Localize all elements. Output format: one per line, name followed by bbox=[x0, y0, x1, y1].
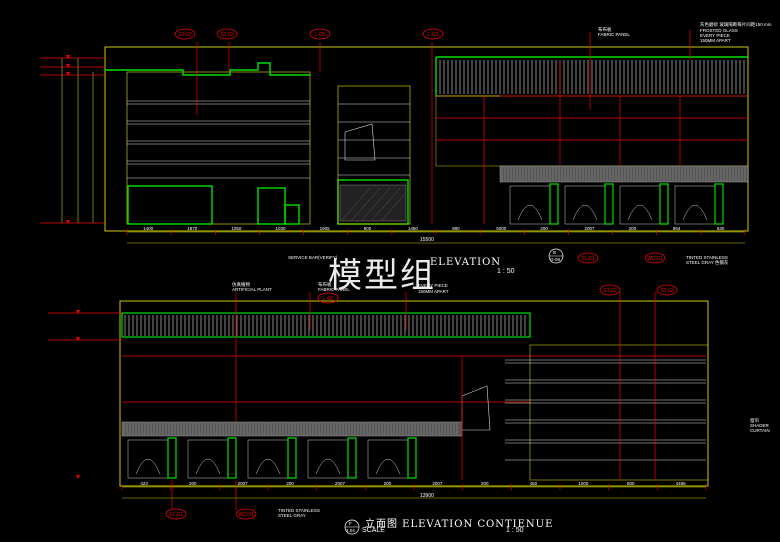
frosted-every: EVERY PIECE bbox=[700, 33, 730, 38]
top-dim-4: 1905 bbox=[319, 226, 330, 231]
bottom-total-dim: 13900 bbox=[420, 493, 434, 499]
curtain-label: CURTAIN bbox=[750, 428, 770, 433]
curtain-cn: 窗帘 bbox=[750, 418, 759, 423]
tag-label-ST-03: ST-03 bbox=[220, 32, 234, 38]
tinted-label: TINTED STAINLESS bbox=[686, 255, 728, 260]
frosted-cn: 灰色磨砂 玻璃隔断每片间距150 mm bbox=[700, 22, 772, 27]
top-dim-13: 630 bbox=[716, 226, 725, 231]
tag-WD-01 bbox=[644, 252, 666, 264]
top-dim-7: 990 bbox=[452, 226, 460, 231]
tag-label-L-03: L-03 bbox=[428, 32, 438, 38]
tag-b-label-L-08: L-08 bbox=[323, 296, 333, 302]
tag-b-label-WD-01: WD-01 bbox=[238, 512, 254, 518]
bottom-dim-5: 200 bbox=[383, 481, 392, 486]
bottom-scale: 1 : 50 bbox=[506, 527, 524, 534]
service-bar-label: SERVICE BAR(VERIFY) bbox=[288, 255, 338, 260]
tag-ST-02 bbox=[174, 28, 196, 40]
plant-label: ARTIFICIAL PLANT bbox=[232, 287, 272, 292]
top-dim-6: 1450 bbox=[407, 226, 418, 231]
top-dim-8: 5000 bbox=[496, 226, 507, 231]
spacing-label: 150MM APART bbox=[418, 289, 449, 294]
steel-gray-label: STEEL GRAY 色钢灰 bbox=[686, 260, 729, 265]
tag-label-L-08: L-08 bbox=[315, 32, 325, 38]
tag-L-08 bbox=[309, 28, 331, 40]
tag-b-label-ST-03: ST-03 bbox=[660, 288, 674, 294]
bottom-dim-7: 200 bbox=[481, 481, 489, 486]
tag-PL-01 bbox=[577, 252, 599, 264]
top-dim-11: 200 bbox=[628, 226, 637, 231]
bottom-dim-2: 2007 bbox=[237, 481, 248, 486]
top-marker-letter: B bbox=[553, 250, 557, 255]
bottom-dim-10: 800 bbox=[627, 481, 635, 486]
bottom-elevation bbox=[48, 292, 709, 535]
frosted-label: FROSTED GLASS bbox=[700, 28, 738, 33]
plant-cn: 仿真植物 bbox=[232, 282, 250, 287]
tag-b-label-PL-01: PL-01 bbox=[169, 512, 183, 518]
bottom-title: 立面图 ELEVATION CONTIENUE bbox=[365, 519, 554, 530]
bottom-dim-0: 423 bbox=[140, 481, 148, 486]
top-dim-0: 1400 bbox=[143, 226, 154, 231]
top-dim-5: 800 bbox=[363, 226, 372, 231]
fabric-label: FABRIC PANEL bbox=[598, 32, 630, 37]
watermark: 模型组 bbox=[328, 256, 436, 296]
top-scale: 1 : 50 bbox=[497, 268, 515, 275]
fabric-cn-b: 布布板 bbox=[318, 282, 332, 287]
tag-b-WD-01 bbox=[235, 508, 257, 520]
top-dim-9: 200 bbox=[540, 226, 548, 231]
fabric-label-b: FABRIC PANEL bbox=[318, 287, 350, 292]
tag-b-label-ST-02: ST-02 bbox=[603, 288, 617, 294]
bottom-dim-8: 450 bbox=[529, 481, 538, 486]
tag-b-ST-02 bbox=[599, 284, 621, 296]
top-marker-sheet: G-09 bbox=[550, 257, 561, 262]
bottom-dim-1: 200 bbox=[189, 481, 197, 486]
every-piece-label: EVERY PIECE bbox=[418, 283, 448, 288]
bottom-scale-label: SCALE bbox=[362, 527, 385, 534]
bot-marker-letter: F bbox=[349, 521, 352, 526]
fabric-cn: 布布板 bbox=[598, 27, 612, 32]
bottom-dim-3: 200 bbox=[286, 481, 294, 486]
tag-b-L-08 bbox=[317, 292, 339, 304]
tag-L-03 bbox=[422, 28, 444, 40]
bottom-dim-4: 2007 bbox=[335, 481, 346, 486]
tag-b-PL-01 bbox=[165, 508, 187, 520]
bot-marker-sheet: 2.04 bbox=[346, 528, 355, 533]
top-dim-1: 1870 bbox=[187, 226, 198, 231]
tag-b-ST-03 bbox=[656, 284, 678, 296]
shader-label: SHADER bbox=[750, 423, 769, 428]
tag-label-PL-01: PL-01 bbox=[581, 256, 595, 262]
tinted-b: TINTED STAINLESS bbox=[278, 508, 320, 513]
bottom-dim-6: 2007 bbox=[432, 481, 443, 486]
tag-label-WD-01: WD-01 bbox=[647, 256, 663, 262]
top-title: ELEVATION bbox=[430, 257, 502, 268]
tag-ST-03 bbox=[216, 28, 238, 40]
top-total-dim: 15500 bbox=[420, 237, 434, 243]
bottom-dim-9: 1000 bbox=[578, 481, 589, 486]
steel-b: STEEL GRAY bbox=[278, 513, 306, 518]
frosted-apart: 150MM APART bbox=[700, 38, 731, 43]
top-dim-3: 1030 bbox=[275, 226, 286, 231]
top-elevation bbox=[40, 30, 749, 264]
top-dim-12: 984 bbox=[672, 226, 681, 231]
bottom-dim-11: 4486 bbox=[675, 481, 686, 486]
top-dim-2: 1050 bbox=[231, 226, 242, 231]
tag-label-ST-02: ST-02 bbox=[178, 32, 192, 38]
top-dim-10: 2007 bbox=[584, 226, 595, 231]
